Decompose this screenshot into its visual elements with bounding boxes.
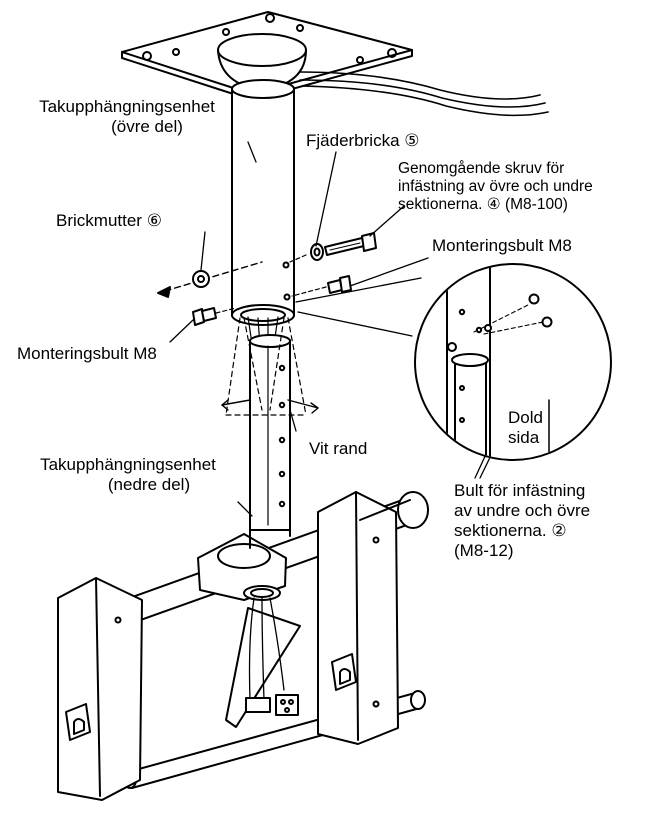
- mount-bolt-left-part: [192, 307, 237, 326]
- label-upper-unit-line2: (övre del): [111, 117, 183, 136]
- label-upper-unit-line1: Takupphängningsenhet: [39, 97, 215, 116]
- label-lower-unit: Takupphängningsenhet (nedre del): [6, 455, 250, 495]
- label-through-screw-line1: Genomgående skruv för: [398, 160, 565, 177]
- label-nut-washer: Brickmutter ⑥: [56, 211, 162, 231]
- detail-magnifier: [414, 263, 612, 461]
- label-joint-bolt-num: ②: [551, 521, 567, 540]
- white-stripe-arrows: [221, 399, 319, 414]
- label-lower-unit-line1: Takupphängningsenhet: [40, 455, 216, 474]
- label-joint-bolt-spec: (M8-12): [454, 541, 514, 560]
- label-white-stripe: Vit rand: [309, 439, 368, 458]
- nut-washer-part: [157, 261, 263, 298]
- label-nut-washer-num: ⑥: [146, 211, 162, 230]
- label-through-screw-spec: (M8-100): [504, 196, 568, 213]
- through-screw-part: [324, 232, 377, 256]
- label-lower-unit-line2: (nedre del): [107, 475, 191, 494]
- ceiling-plate: [121, 11, 413, 101]
- label-hidden-side: Dold sida: [508, 408, 543, 448]
- label-mount-bolt-left: Monteringsbult M8: [17, 344, 157, 363]
- label-through-screw-line2: infästning av övre och undre: [398, 178, 593, 195]
- lower-pipe: [249, 334, 291, 531]
- label-hidden-side-line1: Dold: [508, 408, 543, 427]
- label-spring-washer-num: ⑤: [404, 131, 420, 150]
- label-spring-washer-text: Fjäderbricka: [306, 131, 400, 150]
- label-nut-washer-text: Brickmutter: [56, 211, 142, 230]
- label-spring-washer: Fjäderbricka ⑤: [306, 131, 420, 151]
- mount-bolt-right-part: [291, 275, 352, 297]
- alignment-guides: [225, 317, 307, 416]
- label-joint-bolt: Bult för infästning av undre och övre se…: [454, 481, 590, 561]
- upper-pipe: [231, 79, 295, 347]
- label-through-screw: Genomgående skruv för infästning av övre…: [398, 160, 593, 214]
- label-mount-bolt-right: Monteringsbult M8: [432, 236, 572, 255]
- ceiling-cable: [299, 71, 549, 117]
- label-through-screw-num: ④: [486, 196, 501, 213]
- label-upper-unit: Takupphängningsenhet (övre del): [6, 97, 248, 137]
- label-joint-bolt-line2: av undre och övre: [454, 501, 591, 520]
- label-hidden-side-line2: sida: [508, 428, 540, 447]
- wall-mount-frame: [57, 491, 429, 801]
- label-through-screw-line3: sektionerna.: [398, 196, 483, 213]
- label-joint-bolt-line3: sektionerna.: [454, 521, 547, 540]
- label-joint-bolt-line1: Bult för infästning: [454, 481, 586, 500]
